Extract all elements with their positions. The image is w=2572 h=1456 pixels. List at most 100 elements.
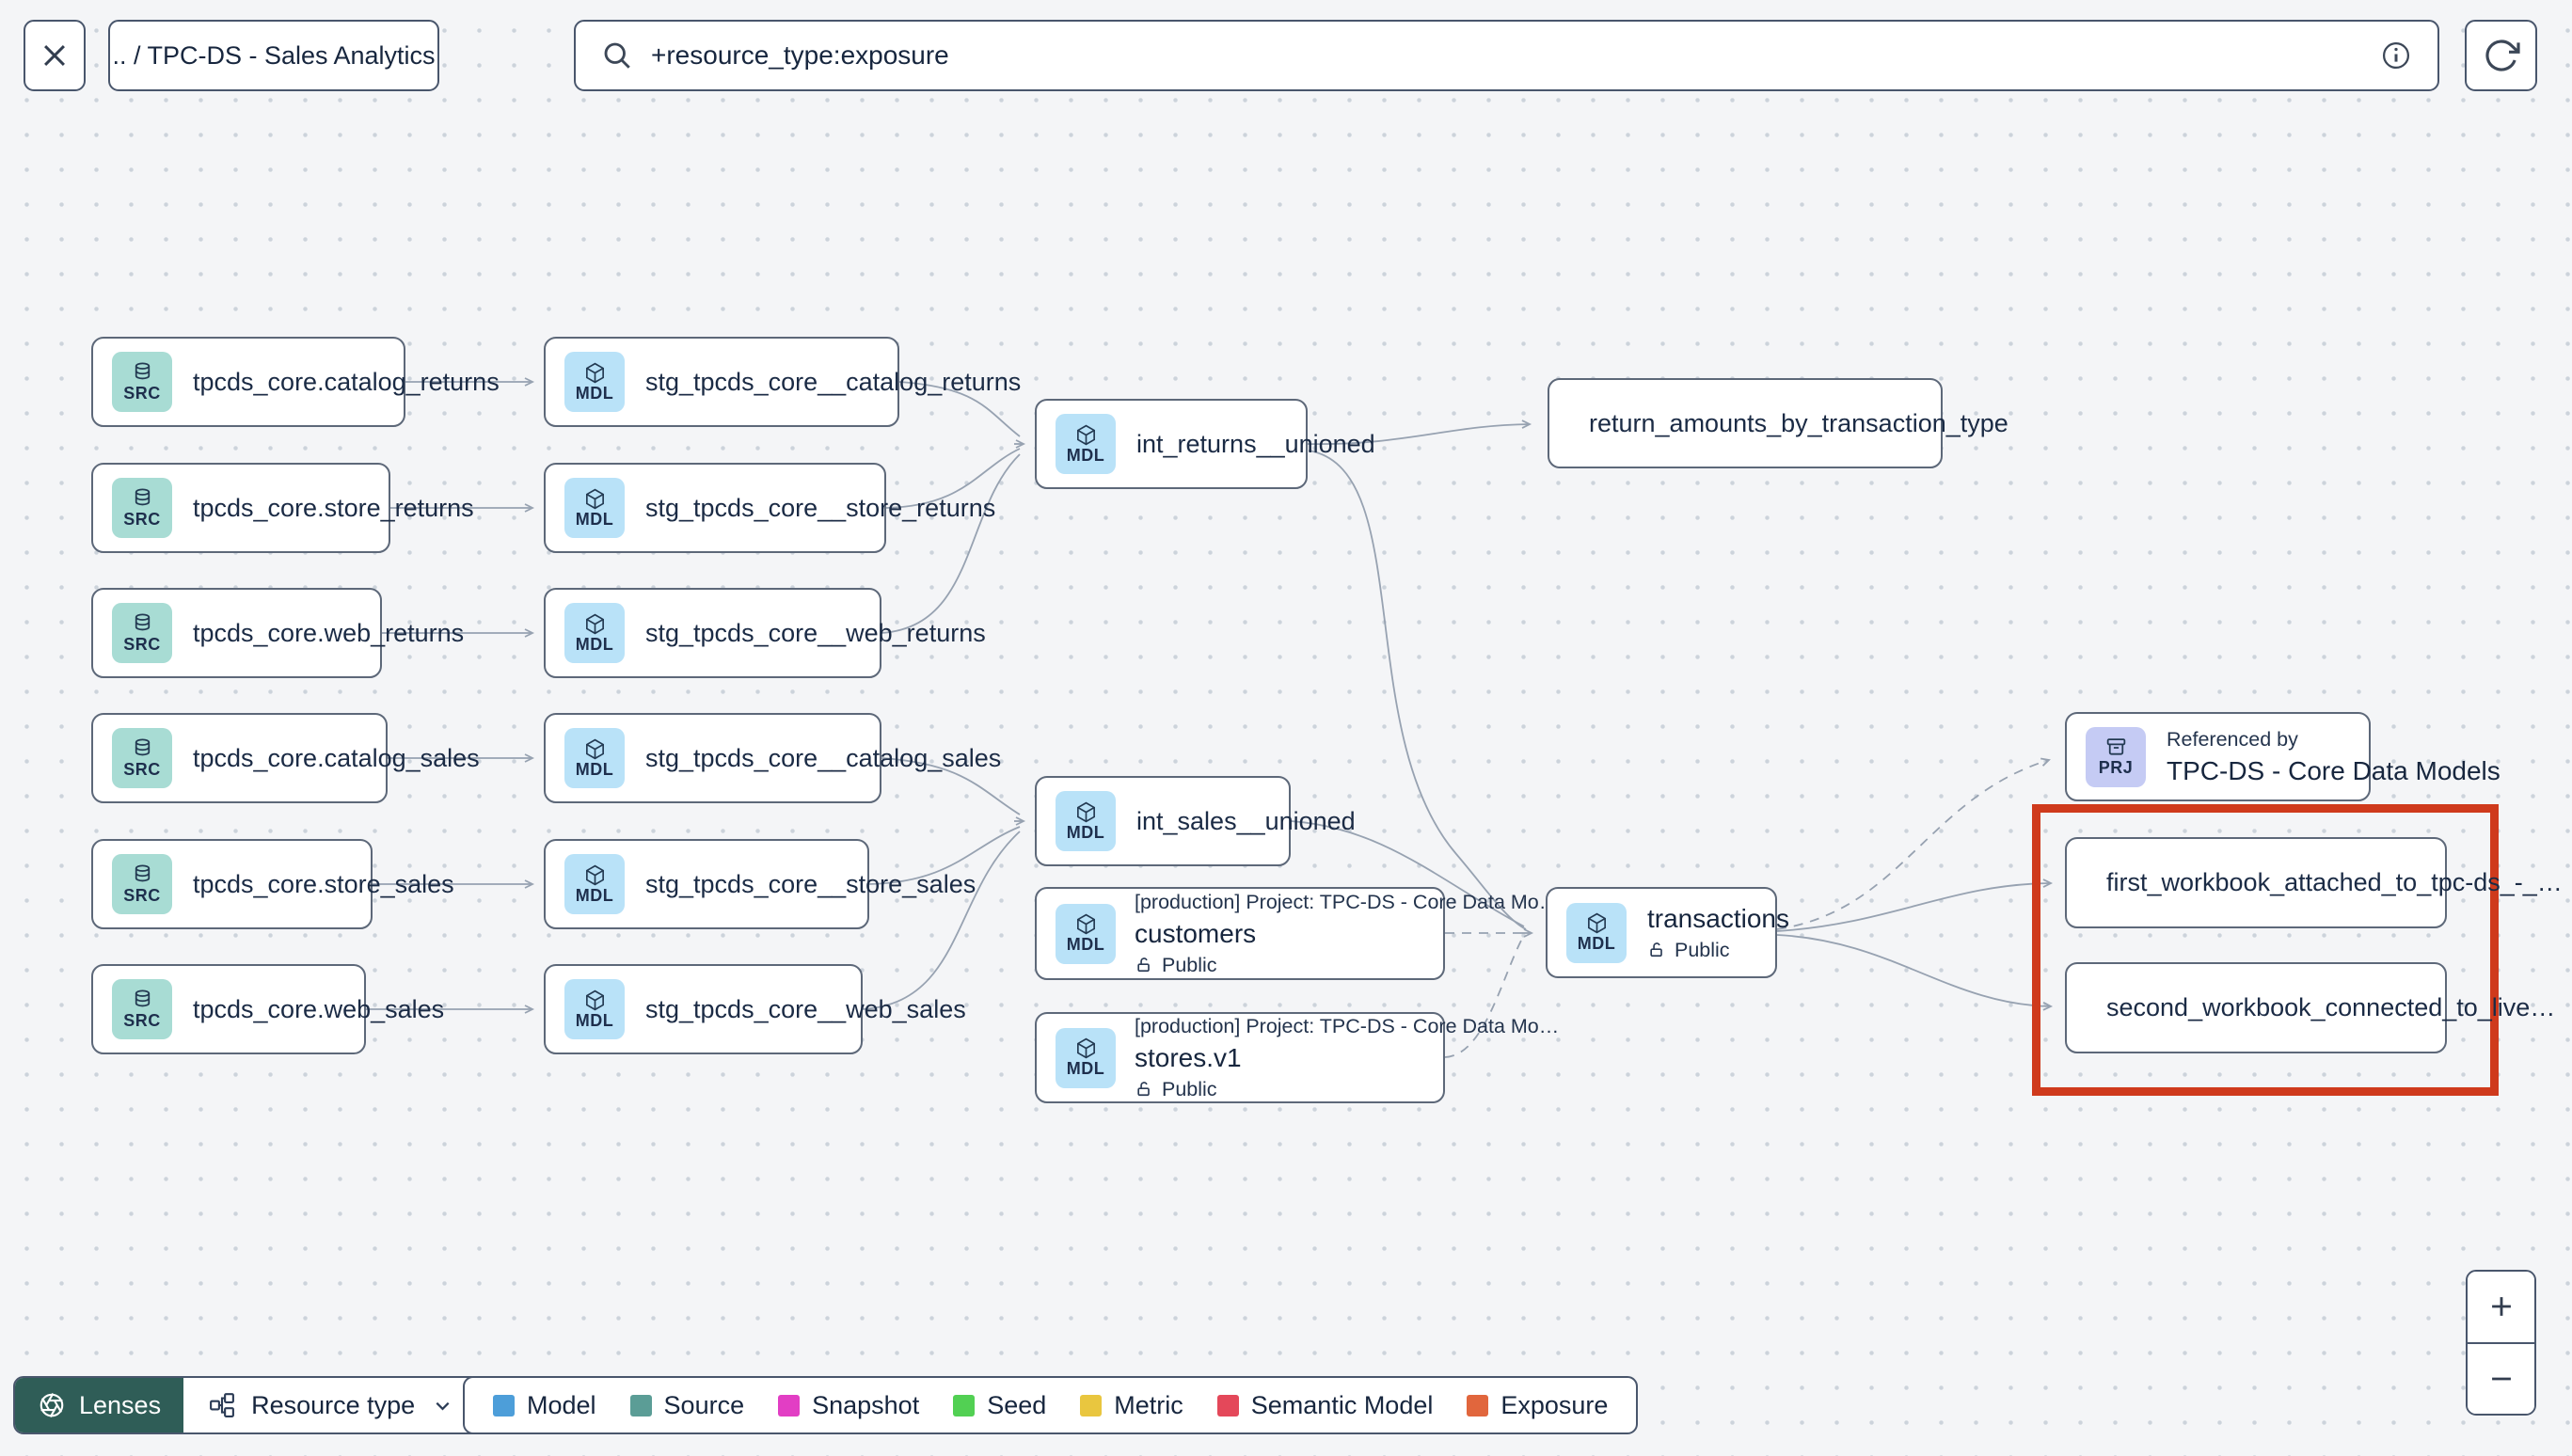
- info-icon[interactable]: [2379, 39, 2413, 72]
- legend-item-semantic-model: Semantic Model: [1216, 1391, 1433, 1420]
- node-source-web-sales[interactable]: SRC tpcds_core.web_sales: [91, 964, 444, 1054]
- node-source-catalog-returns[interactable]: SRC tpcds_core.catalog_returns: [91, 337, 500, 427]
- referenced-project-name: TPC-DS - Core Data Models: [2167, 755, 2501, 785]
- project-badge: PRJ: [2086, 726, 2146, 787]
- node-stg-store-sales[interactable]: MDL stg_tpcds_core__store_sales: [544, 839, 976, 929]
- model-badge: MDL: [1056, 1027, 1116, 1088]
- cube-icon: [585, 488, 604, 509]
- cube-icon: [1076, 1037, 1095, 1059]
- model-badge: MDL: [564, 728, 625, 788]
- node-source-store-returns[interactable]: SRC tpcds_core.store_returns: [91, 463, 474, 553]
- access-row: Public: [1647, 939, 1789, 962]
- refresh-icon: [2485, 40, 2520, 71]
- legend-item-model: Model: [493, 1391, 596, 1420]
- source-swatch: [629, 1394, 652, 1416]
- lenses-control-group: Lenses Resource type: [13, 1376, 483, 1434]
- legend: Model Source Snapshot Seed Metric Semant…: [463, 1376, 1639, 1434]
- node-source-catalog-sales[interactable]: SRC tpcds_core.catalog_sales: [91, 713, 480, 803]
- node-stg-catalog-sales[interactable]: MDL stg_tpcds_core__catalog_sales: [544, 713, 1001, 803]
- lock-open-icon: [1137, 957, 1150, 973]
- source-badge: SRC: [112, 352, 172, 412]
- project-label: [production] Project: TPC-DS - Core Data…: [1135, 890, 1560, 913]
- refresh-button[interactable]: [2465, 20, 2537, 91]
- legend-item-snapshot: Snapshot: [778, 1391, 919, 1420]
- model-badge: MDL: [1056, 791, 1116, 851]
- node-referenced-by-project[interactable]: PRJ Referenced by TPC-DS - Core Data Mod…: [2065, 712, 2501, 801]
- model-badge: MDL: [1566, 902, 1627, 963]
- model-badge: MDL: [1056, 414, 1116, 474]
- resource-type-label: Resource type: [251, 1390, 416, 1419]
- snapshot-swatch: [778, 1394, 801, 1416]
- node-customers[interactable]: MDL [production] Project: TPC-DS - Core …: [1035, 887, 1559, 980]
- node-source-web-returns[interactable]: SRC tpcds_core.web_returns: [91, 588, 464, 678]
- legend-item-seed: Seed: [953, 1391, 1046, 1420]
- search-input[interactable]: [651, 40, 2362, 71]
- chevron-down-icon: [436, 1401, 450, 1410]
- database-icon: [135, 864, 150, 881]
- access-row: Public: [1135, 1078, 1559, 1101]
- model-badge: MDL: [564, 603, 625, 663]
- access-row: Public: [1135, 954, 1559, 977]
- zoom-controls: [2466, 1270, 2536, 1416]
- cube-icon: [585, 362, 604, 383]
- zoom-in-button[interactable]: [2468, 1272, 2534, 1342]
- source-badge: SRC: [112, 854, 172, 914]
- resource-type-dropdown[interactable]: Resource type: [183, 1378, 481, 1432]
- cube-icon: [1076, 801, 1095, 822]
- cube-icon: [1076, 913, 1095, 935]
- cube-icon: [585, 989, 604, 1010]
- resource-type-icon: [210, 1393, 235, 1417]
- search-icon: [604, 42, 630, 69]
- node-exposure-first-workbook[interactable]: first_workbook_attached_to_tpc-ds_-_…: [2065, 837, 2563, 928]
- highlight-box: [2032, 804, 2499, 1096]
- referenced-by-title: Referenced by: [2167, 727, 2298, 751]
- minus-icon: [2491, 1377, 2511, 1381]
- node-stg-web-sales[interactable]: MDL stg_tpcds_core__web_sales: [544, 964, 966, 1054]
- database-icon: [135, 613, 150, 630]
- model-swatch: [493, 1394, 515, 1416]
- model-badge: MDL: [564, 352, 625, 412]
- source-badge: SRC: [112, 478, 172, 538]
- model-badge: MDL: [564, 979, 625, 1039]
- close-button[interactable]: [24, 20, 86, 91]
- breadcrumb[interactable]: .. / TPC-DS - Sales Analytics: [108, 20, 439, 91]
- semantic-model-swatch: [1216, 1394, 1239, 1416]
- cube-icon: [1587, 912, 1606, 934]
- node-stg-store-returns[interactable]: MDL stg_tpcds_core__store_returns: [544, 463, 995, 553]
- model-name: customers: [1135, 918, 1257, 948]
- node-source-store-sales[interactable]: SRC tpcds_core.store_sales: [91, 839, 454, 929]
- database-icon: [135, 488, 150, 505]
- node-int-sales-unioned[interactable]: MDL int_sales__unioned: [1035, 776, 1356, 866]
- legend-item-source: Source: [629, 1391, 744, 1420]
- cube-icon: [1076, 424, 1095, 445]
- source-badge: SRC: [112, 979, 172, 1039]
- model-name: transactions: [1647, 903, 1789, 933]
- legend-item-exposure: Exposure: [1467, 1391, 1608, 1420]
- lock-open-icon: [1650, 942, 1662, 957]
- node-exposure-return-amounts[interactable]: return_amounts_by_transaction_type: [1548, 378, 2008, 468]
- node-stg-catalog-returns[interactable]: MDL stg_tpcds_core__catalog_returns: [544, 337, 1021, 427]
- lenses-label: Lenses: [79, 1390, 162, 1419]
- model-badge: MDL: [1056, 903, 1116, 964]
- metric-swatch: [1080, 1394, 1103, 1416]
- node-transactions[interactable]: MDL transactions Public: [1546, 887, 1789, 978]
- legend-item-metric: Metric: [1080, 1391, 1183, 1420]
- node-stg-web-returns[interactable]: MDL stg_tpcds_core__web_returns: [544, 588, 986, 678]
- zoom-out-button[interactable]: [2468, 1341, 2534, 1414]
- source-badge: SRC: [112, 603, 172, 663]
- node-exposure-second-workbook[interactable]: second_workbook_connected_to_live…: [2065, 962, 2555, 1053]
- node-stores-v1[interactable]: MDL [production] Project: TPC-DS - Core …: [1035, 1012, 1559, 1103]
- database-icon: [135, 989, 150, 1006]
- aperture-icon: [40, 1393, 64, 1417]
- cube-icon: [585, 613, 604, 634]
- model-badge: MDL: [564, 854, 625, 914]
- lenses-button[interactable]: Lenses: [15, 1378, 184, 1432]
- model-name: stores.v1: [1135, 1042, 1242, 1072]
- node-int-returns-unioned[interactable]: MDL int_returns__unioned: [1035, 399, 1375, 489]
- database-icon: [135, 362, 150, 379]
- breadcrumb-label: .. / TPC-DS - Sales Analytics: [112, 40, 436, 70]
- close-icon: [44, 45, 65, 66]
- database-icon: [135, 738, 150, 755]
- lock-open-icon: [1137, 1082, 1150, 1097]
